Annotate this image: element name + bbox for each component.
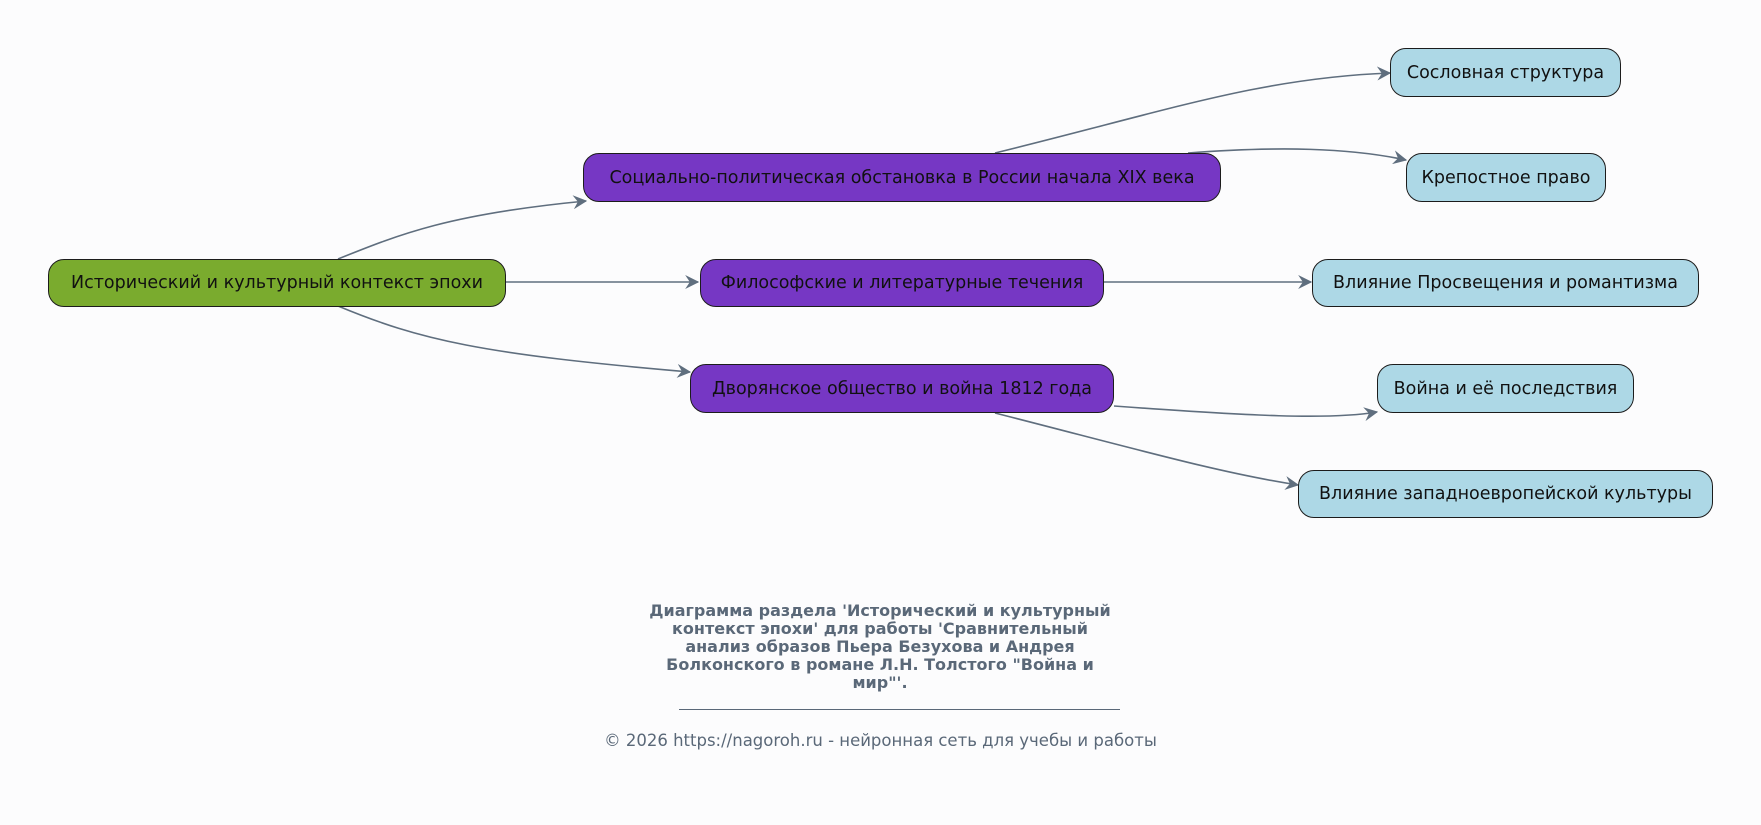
- node-label: Исторический и культурный контекст эпохи: [70, 273, 484, 293]
- caption-divider: [679, 709, 1120, 710]
- node-leaf-western-culture[interactable]: Влияние западноевропейской культуры: [1298, 470, 1713, 518]
- node-leaf-war-consequences[interactable]: Война и её последствия: [1377, 364, 1634, 413]
- caption-line: мир"'.: [852, 673, 908, 692]
- diagram-caption: Диаграмма раздела 'Исторический и культу…: [630, 602, 1130, 692]
- node-branch-nobility-war-1812[interactable]: Дворянское общество и война 1812 года: [690, 364, 1114, 413]
- caption-line: анализ образов Пьера Безухова и Андрея: [685, 637, 1075, 656]
- footer-copyright: © 2026 https://nagoroh.ru - нейронная се…: [604, 731, 1157, 750]
- node-label: Влияние Просвещения и романтизма: [1333, 273, 1678, 293]
- caption-line: Болконского в романе Л.Н. Толстого "Войн…: [666, 655, 1094, 674]
- node-leaf-estate-structure[interactable]: Сословная структура: [1390, 48, 1621, 97]
- node-label: Сословная структура: [1406, 62, 1605, 83]
- node-leaf-enlightenment-romanticism[interactable]: Влияние Просвещения и романтизма: [1312, 259, 1699, 307]
- node-label: Философские и литературные течения: [720, 273, 1084, 293]
- caption-line: контекст эпохи' для работы 'Сравнительны…: [672, 619, 1088, 638]
- node-label: Социально-политическая обстановка в Росс…: [609, 167, 1195, 188]
- edge-m1-to-l2: [1187, 148, 1408, 165]
- caption-line: Диаграмма раздела 'Исторический и культу…: [649, 601, 1111, 620]
- edge-m1-to-l1: [994, 66, 1392, 154]
- node-root[interactable]: Исторический и культурный контекст эпохи: [48, 259, 506, 307]
- node-label: Влияние западноевропейской культуры: [1319, 484, 1692, 504]
- node-label: Крепостное право: [1421, 167, 1591, 188]
- node-branch-philosophy-literature[interactable]: Философские и литературные течения: [700, 259, 1104, 307]
- node-label: Война и её последствия: [1393, 378, 1618, 399]
- edge-m3-to-l5: [994, 412, 1300, 490]
- node-leaf-serfdom[interactable]: Крепостное право: [1406, 153, 1606, 202]
- edge-root-to-m3: [337, 305, 692, 378]
- node-branch-social-political[interactable]: Социально-политическая обстановка в Росс…: [583, 153, 1221, 202]
- edge-root-to-m1: [337, 195, 588, 260]
- edge-m3-to-l4: [1113, 405, 1379, 422]
- node-label: Дворянское общество и война 1812 года: [711, 378, 1093, 399]
